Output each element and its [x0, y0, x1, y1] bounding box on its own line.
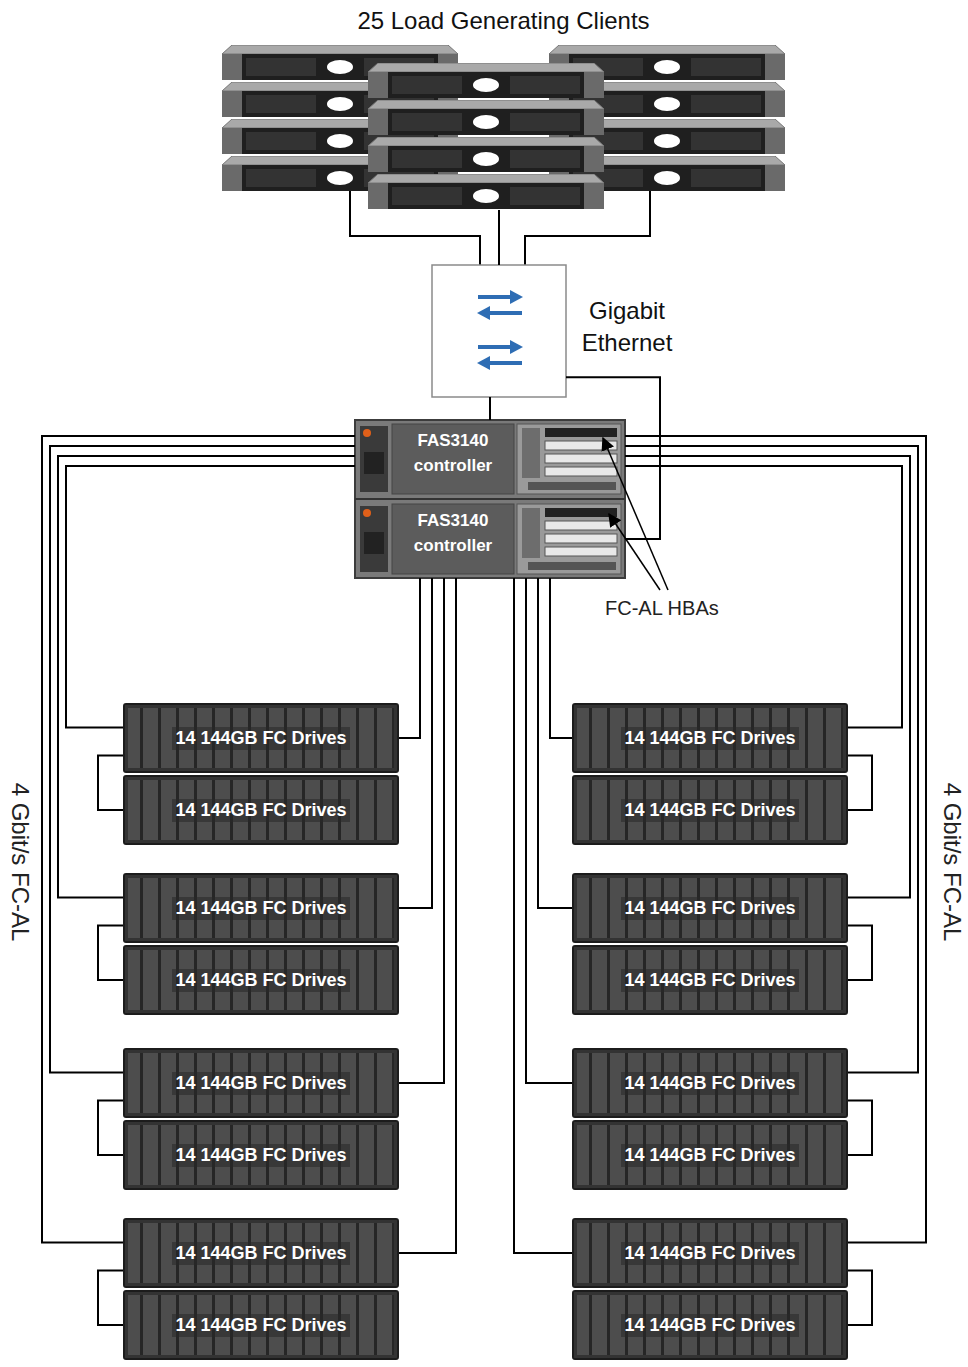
fc-al-cable [399, 578, 444, 1083]
disk-shelf: 14 144GB FC Drives [123, 1218, 399, 1288]
node-label: 14 144GB FC Drives [172, 1314, 349, 1337]
disk-shelf: 14 144GB FC Drives [572, 1048, 848, 1118]
ethernet-switch: Gigabit Ethernet [432, 265, 566, 397]
node-label: 14 144GB FC Drives [621, 1242, 798, 1265]
disk-shelf: 14 144GB FC Drives [572, 1218, 848, 1288]
client-cable [350, 191, 480, 265]
storage-controller: FAS3140 controller [355, 420, 625, 498]
switch-body [432, 265, 566, 397]
disk-shelf: 14 144GB FC Drives [123, 1120, 399, 1190]
node-label: FAS3140 controller [395, 508, 511, 558]
client-server [368, 100, 604, 135]
disk-shelf: 14 144GB FC Drives [572, 1120, 848, 1190]
fc-al-cable [848, 1271, 872, 1326]
client-server [368, 174, 604, 209]
disk-shelf: 14 144GB FC Drives [572, 945, 848, 1015]
fc-al-cable [399, 578, 432, 908]
fc-al-cable [399, 578, 456, 1253]
node-label: 14 144GB FC Drives [621, 969, 798, 992]
leader-line [603, 438, 668, 590]
ethernet-link [489, 397, 491, 420]
disk-shelf: 14 144GB FC Drives [123, 703, 399, 773]
node-label: 14 144GB FC Drives [172, 799, 349, 822]
fc-al-cable [848, 1101, 872, 1156]
fc-al-cable [399, 578, 420, 738]
callout-label: FC-AL HBAs [605, 597, 719, 620]
node-label: 14 144GB FC Drives [172, 1144, 349, 1167]
disk-shelf: 14 144GB FC Drives [572, 1290, 848, 1360]
node-label: 14 144GB FC Drives [172, 1242, 349, 1265]
disk-shelf: 14 144GB FC Drives [572, 873, 848, 943]
leader-line [609, 514, 660, 590]
storage-controller: FAS3140 controller [355, 500, 625, 578]
disk-shelf: 14 144GB FC Drives [123, 945, 399, 1015]
fc-al-cable [66, 466, 355, 728]
client-cable [525, 191, 650, 265]
client-server [368, 137, 604, 172]
node-label: 14 144GB FC Drives [172, 1072, 349, 1095]
fc-al-cable [98, 926, 123, 981]
node-label: 14 144GB FC Drives [172, 727, 349, 750]
client-group: 25 Load Generating Clients [222, 5, 785, 210]
fc-al-cable [98, 1271, 123, 1326]
fc-al-cable [526, 578, 572, 1083]
node-label: 14 144GB FC Drives [621, 1314, 798, 1337]
node-label: 14 144GB FC Drives [172, 897, 349, 920]
node-label: FAS3140 controller [395, 428, 511, 478]
fc-al-cable [98, 1101, 123, 1156]
node-label: 14 144GB FC Drives [621, 897, 798, 920]
ethernet-link [498, 210, 500, 265]
link-speed-label: 4 Gbit/s FC-AL [6, 783, 34, 942]
client-server [368, 63, 604, 98]
disk-shelf: 14 144GB FC Drives [123, 1290, 399, 1360]
node-label: 14 144GB FC Drives [621, 727, 798, 750]
fc-al-cable [848, 926, 872, 981]
link-speed-label: 4 Gbit/s FC-AL [938, 783, 966, 942]
disk-shelf: 14 144GB FC Drives [123, 775, 399, 845]
node-label: 14 144GB FC Drives [621, 1072, 798, 1095]
ethernet-link [566, 377, 660, 539]
disk-shelf: 14 144GB FC Drives [123, 873, 399, 943]
node-label: 14 144GB FC Drives [621, 1144, 798, 1167]
fc-al-cable [550, 578, 572, 738]
disk-shelf: 14 144GB FC Drives [572, 775, 848, 845]
disk-shelf: 14 144GB FC Drives [572, 703, 848, 773]
node-label: 14 144GB FC Drives [621, 799, 798, 822]
fc-al-cable [514, 578, 572, 1253]
node-label: Gigabit Ethernet [568, 295, 686, 359]
disk-shelf: 14 144GB FC Drives [123, 1048, 399, 1118]
node-label: 14 144GB FC Drives [172, 969, 349, 992]
fc-al-cable [538, 578, 572, 908]
switch-arrows [477, 290, 523, 370]
fc-al-cable [625, 466, 902, 728]
controller-chassis [355, 420, 625, 578]
fc-al-cable [98, 756, 123, 811]
fc-al-cable [848, 756, 872, 811]
node-label: 25 Load Generating Clients [222, 7, 785, 35]
